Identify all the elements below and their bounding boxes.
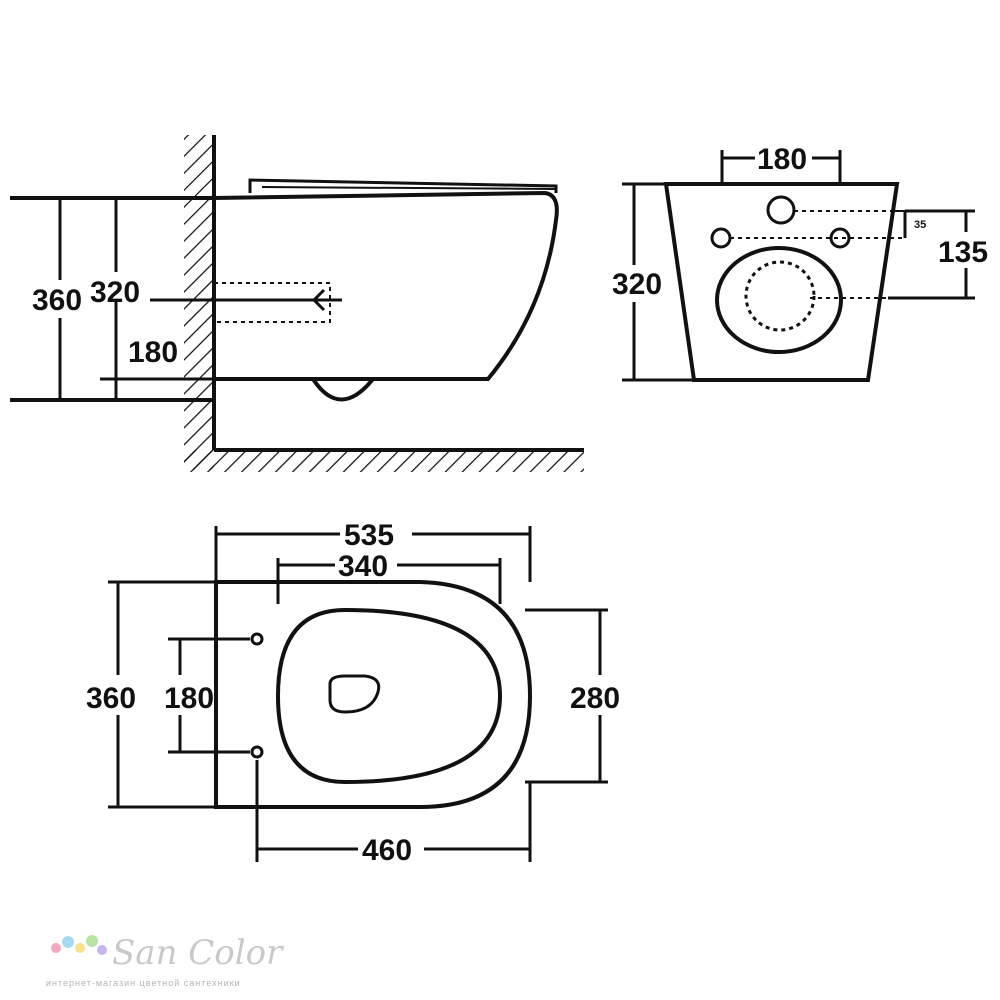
dim-outlet-height: 180 [128, 336, 178, 369]
rear-height: 320 [612, 268, 662, 301]
outlet-bump [311, 377, 375, 402]
brand-name: San Color [112, 933, 284, 973]
rear-view: 180 320 35 135 [612, 143, 988, 382]
outlet-ring [715, 246, 843, 354]
top-width: 360 [86, 682, 136, 715]
right-hole [829, 227, 851, 249]
top-bolts: 180 [164, 682, 214, 715]
side-view: 360 320 180 [10, 135, 584, 472]
top-front: 280 [570, 682, 620, 715]
brand-tagline: интернет-магазин цветной сантехники [46, 978, 241, 988]
color-dots-logo [51, 935, 107, 955]
floor-hatch [184, 450, 584, 472]
color-dot [75, 943, 85, 953]
outlet-arrow [311, 288, 326, 312]
color-dot [62, 936, 74, 948]
top-depth: 460 [362, 834, 412, 867]
wall-hatch [184, 135, 214, 470]
flush-opening [328, 674, 381, 714]
seat-lid-side [248, 178, 558, 193]
sancolor-watermark: San Color интернет-магазин цветной санте… [46, 933, 284, 988]
bowl-opening [275, 607, 503, 785]
rear-outline [663, 182, 900, 382]
rear-small-dim: 35 [914, 219, 926, 231]
color-dot [97, 945, 107, 955]
color-dot [86, 935, 98, 947]
bolt-hole-bottom [250, 745, 264, 759]
rear-top-width: 180 [757, 143, 807, 176]
dim-total-height: 360 [32, 284, 82, 317]
outlet-pipe [214, 282, 331, 323]
top-view: 535 340 360 180 280 460 [86, 519, 620, 867]
color-dot [51, 943, 61, 953]
top-inner: 340 [338, 550, 388, 583]
bowl-outline [214, 580, 533, 809]
bolt-hole-top [250, 632, 264, 646]
top-length: 535 [344, 519, 394, 552]
toilet-body-side [213, 190, 559, 381]
rear-right-dim: 135 [938, 236, 988, 269]
left-hole [710, 227, 732, 249]
outlet-inner [744, 260, 816, 332]
seat-lid-line [261, 186, 557, 190]
top-hole [766, 195, 796, 225]
